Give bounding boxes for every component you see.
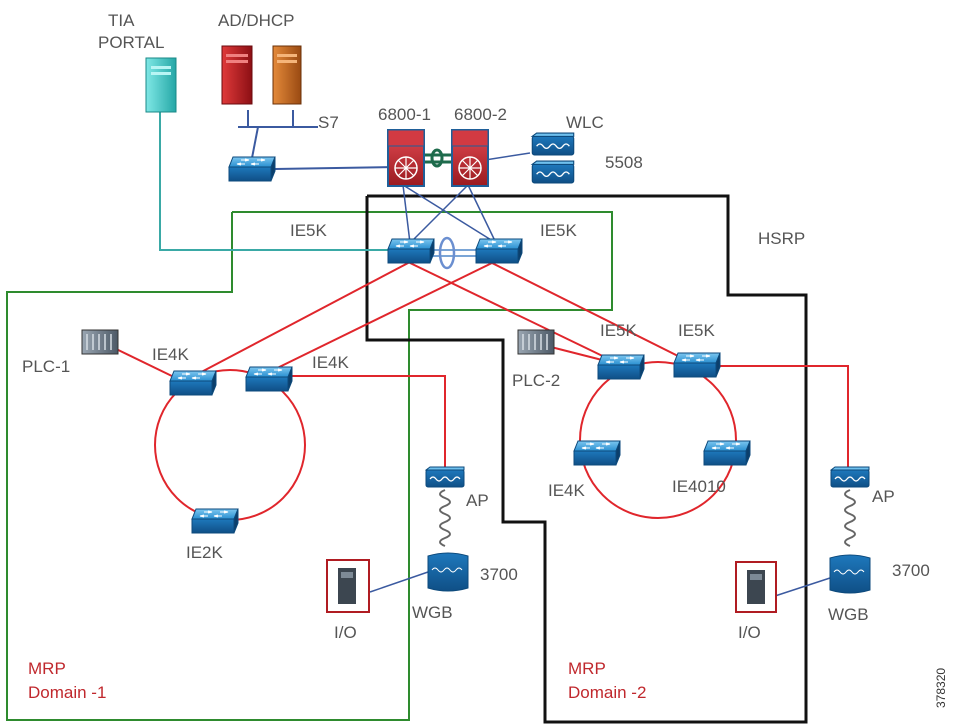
io-1-label: I/O	[334, 623, 357, 642]
ie2k-switch-icon	[191, 508, 239, 534]
tia-portal-server-icon	[145, 57, 177, 113]
wlc-label: WLC	[566, 113, 604, 132]
wireless-link-2	[844, 489, 856, 547]
ie5k-d2-left-switch-icon	[597, 354, 645, 380]
mrp-domain-2-boundary	[365, 194, 808, 724]
mrp-domain-2-label-line1: MRP	[568, 659, 606, 678]
io-links	[369, 571, 831, 597]
ie4k-d2-switch-icon	[573, 440, 621, 466]
core-links	[402, 152, 531, 244]
core-interconnect	[420, 148, 454, 168]
ie4k-a-label: IE4K	[152, 345, 189, 364]
tia-link	[159, 110, 398, 251]
figure-id: 378320	[934, 667, 948, 708]
ap-2-icon	[830, 466, 870, 488]
wgb-2-label: WGB	[828, 605, 869, 624]
wgb-2-model-label: 3700	[892, 561, 930, 580]
tia-portal-label-line2: PORTAL	[98, 33, 165, 52]
ie5k-d2-left-label: IE5K	[600, 321, 637, 340]
hsrp-label: HSRP	[758, 229, 806, 248]
ie4k-b-label: IE4K	[312, 353, 349, 372]
ie4k-d2-label: IE4K	[548, 481, 585, 500]
ie5k-left-switch-icon	[387, 238, 435, 264]
ap-1-icon	[425, 466, 465, 488]
wlc-model-label: 5508	[605, 153, 643, 172]
io-2-icon	[735, 561, 777, 613]
mrp-domain-1-label-line1: MRP	[28, 659, 66, 678]
ie2k-label: IE2K	[186, 543, 223, 562]
ap-2-label: AP	[872, 487, 895, 506]
wireless-link-1	[439, 489, 451, 547]
ie5k-right-label: IE5K	[540, 221, 577, 240]
mrp-domain-1-boundary	[6, 211, 613, 721]
mrp-domain-1-label-line2: Domain -1	[28, 683, 107, 702]
ad-dhcp-label: AD/DHCP	[218, 11, 295, 30]
core-1-label: 6800-1	[378, 105, 431, 124]
wgb-1-icon	[427, 552, 469, 592]
ap-1-label: AP	[466, 491, 489, 510]
ie4k-a-switch-icon	[169, 370, 217, 396]
wgb-1-model-label: 3700	[480, 565, 518, 584]
plc-2-label: PLC-2	[512, 371, 561, 390]
ie4010-switch-icon	[703, 440, 751, 466]
plc-1-icon	[81, 329, 119, 355]
ie5k-d2-right-label: IE5K	[678, 321, 715, 340]
red-links	[109, 261, 849, 521]
s7-label: S7	[318, 113, 339, 132]
core-switch-6800-2-icon	[451, 129, 489, 187]
io-1-icon	[326, 559, 370, 613]
mrp-domain-2-label-line2: Domain -2	[568, 683, 647, 702]
wlc-controller-icon	[531, 132, 575, 184]
wgb-1-label: WGB	[412, 603, 453, 622]
core-2-label: 6800-2	[454, 105, 507, 124]
server-bus	[238, 110, 399, 170]
dhcp-server-icon	[272, 45, 302, 105]
ie4010-label: IE4010	[672, 477, 726, 496]
plc-1-label: PLC-1	[22, 357, 71, 376]
ie5k-right-switch-icon	[475, 238, 523, 264]
ie5k-d2-right-switch-icon	[673, 352, 721, 378]
ad-server-icon	[221, 45, 253, 105]
plc-2-icon	[517, 329, 555, 355]
wgb-2-icon	[829, 554, 871, 594]
io-2-label: I/O	[738, 623, 761, 642]
server-switch-icon	[228, 156, 276, 182]
core-switch-6800-1-icon	[387, 129, 425, 187]
ie4k-b-switch-icon	[245, 366, 293, 392]
ie5k-left-label: IE5K	[290, 221, 327, 240]
tia-portal-label-line1: TIA	[108, 11, 135, 30]
